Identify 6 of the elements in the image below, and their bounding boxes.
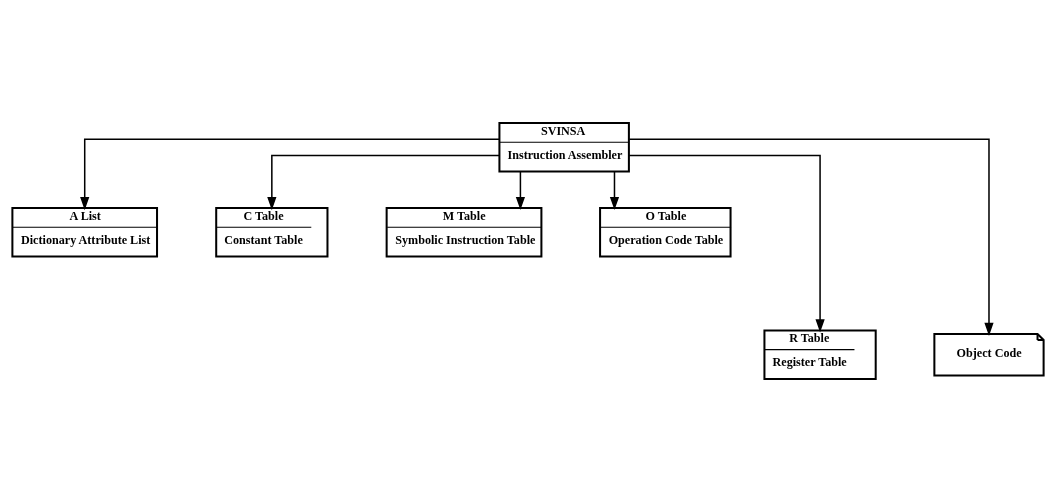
arrow xyxy=(267,154,501,211)
arrow xyxy=(609,171,620,211)
arrow xyxy=(515,171,526,211)
arrow xyxy=(628,138,994,336)
arrow xyxy=(628,154,825,333)
arrow xyxy=(80,138,500,211)
